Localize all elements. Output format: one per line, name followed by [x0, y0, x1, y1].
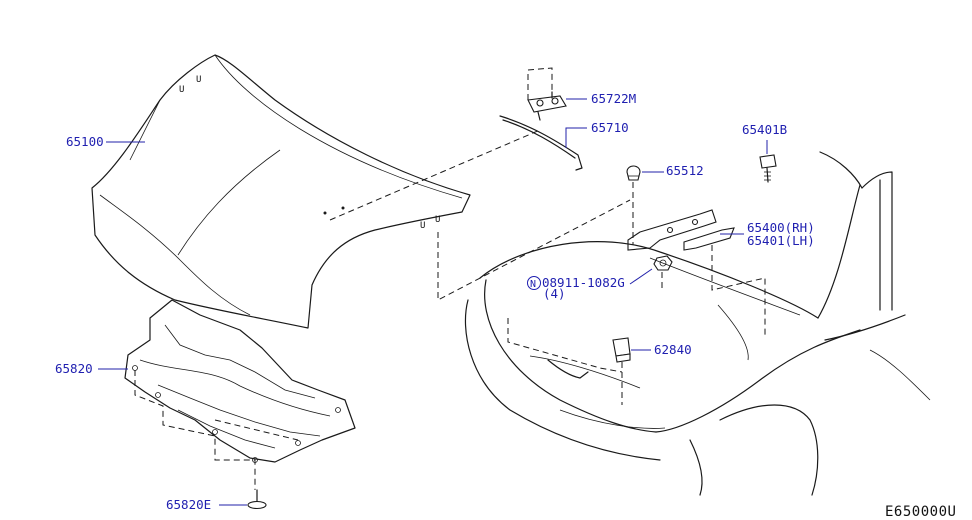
label-nut-part[interactable]: 08911-1082G [542, 275, 625, 290]
label-lock-support[interactable]: 65722M [591, 91, 636, 106]
label-nut-qty: (4) [543, 286, 566, 301]
assembly-dash-lines [134, 67, 766, 490]
rod-leader [565, 127, 587, 148]
hinge-bolt[interactable] [759, 154, 777, 183]
hood-rod[interactable] [499, 115, 583, 171]
label-hinge-bolt[interactable]: 65401B [742, 122, 787, 137]
label-hinge-lh[interactable]: 65401(LH) [747, 233, 815, 248]
nut-marker-badge: N [527, 276, 541, 290]
label-hinge-rh[interactable]: 65400(RH) [747, 220, 815, 235]
label-nut-marker: N [530, 279, 536, 290]
svg-text:U: U [420, 221, 426, 231]
diagram-code: E650000U [885, 504, 956, 520]
label-bumper-stop[interactable]: 62840 [654, 342, 692, 357]
svg-text:U: U [196, 75, 202, 85]
nut-leader [629, 268, 653, 285]
hood-panel[interactable]: U U U U [91, 54, 471, 329]
engine-undercover[interactable] [124, 299, 356, 463]
hood-hinge[interactable] [627, 209, 735, 251]
hood-bumper-stop[interactable] [612, 337, 631, 363]
undercover-clip[interactable] [247, 489, 267, 510]
hood-lock-support[interactable] [527, 91, 567, 121]
label-hood[interactable]: 65100 [66, 134, 104, 149]
rubber-bumper[interactable] [626, 165, 641, 181]
label-rubber-bumper[interactable]: 65512 [666, 163, 704, 178]
label-undercover-clip[interactable]: 65820E [166, 497, 211, 512]
label-undercover[interactable]: 65820 [55, 361, 93, 376]
svg-text:U: U [179, 85, 185, 95]
svg-text:U: U [435, 215, 441, 225]
label-hood-rod[interactable]: 65710 [591, 120, 629, 135]
vehicle-body-outline [464, 151, 931, 496]
